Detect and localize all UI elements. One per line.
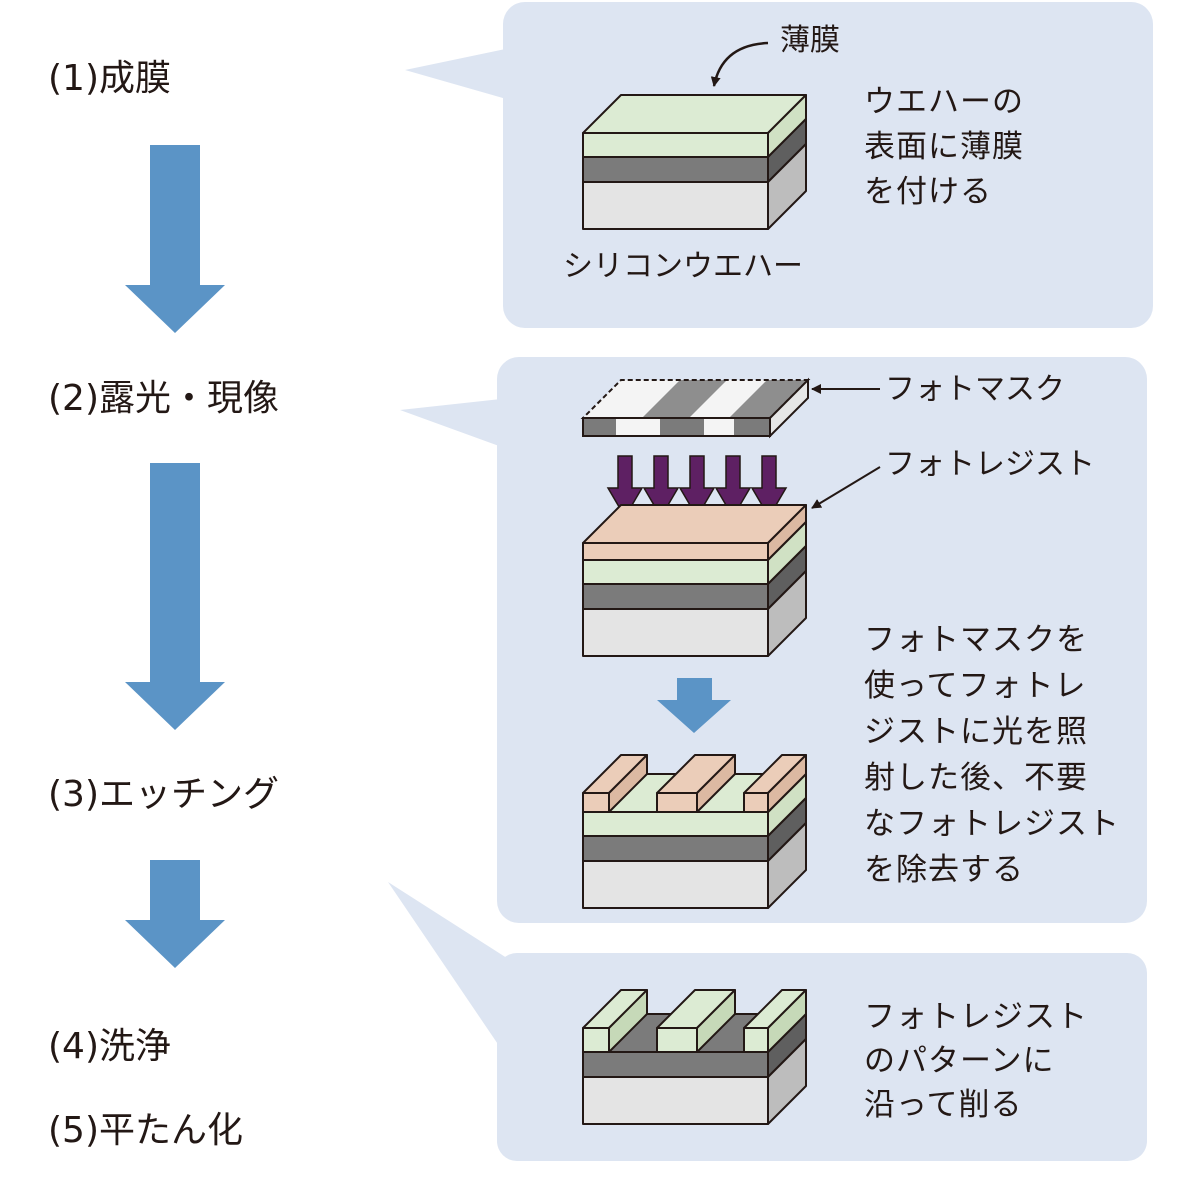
panel3-desc-line-3: 沿って削る bbox=[864, 1087, 1022, 1123]
wafer-with-photoresist-icon bbox=[582, 504, 807, 657]
flow-arrow-1-to-2 bbox=[125, 145, 225, 333]
panel2-desc-line-2: 使ってフォトレ bbox=[864, 668, 1086, 704]
panel3-desc-line-1: フォトレジスト bbox=[864, 999, 1088, 1035]
panel2-desc-line-3: ジストに光を照 bbox=[864, 714, 1088, 750]
panel-exposure-development: フォトマスク フォトレジスト bbox=[400, 357, 1147, 923]
step-4-label: (4)洗浄 bbox=[48, 1026, 171, 1067]
step-3-label: (3)エッチング bbox=[48, 774, 279, 815]
panel1-desc-line-2: 表面に薄膜 bbox=[864, 129, 1024, 165]
step-2-label: (2)露光・現像 bbox=[48, 378, 279, 419]
panel2-desc-line-4: 射した後、不要 bbox=[864, 760, 1088, 796]
process-arrow-small bbox=[657, 678, 731, 733]
wafer-label: シリコンウエハー bbox=[563, 249, 803, 284]
panel3-desc-line-2: のパターンに bbox=[864, 1043, 1054, 1079]
thin-film-label: 薄膜 bbox=[780, 23, 840, 58]
panel2-desc-line-6: を除去する bbox=[864, 852, 1024, 888]
panel-etching: フォトレジスト のパターンに 沿って削る bbox=[388, 882, 1147, 1161]
photomask-icon bbox=[580, 377, 811, 439]
panel1-desc-line-1: ウエハーの bbox=[864, 84, 1024, 120]
photoresist-label: フォトレジスト bbox=[885, 447, 1095, 482]
panel2-desc-line-1: フォトマスクを bbox=[864, 622, 1088, 658]
step-1-label: (1)成膜 bbox=[48, 58, 171, 99]
photoresist-pointer bbox=[811, 466, 881, 509]
flow-arrow-2-to-3 bbox=[125, 463, 225, 730]
panel2-desc-line-5: なフォトレジスト bbox=[864, 806, 1120, 842]
panel-film-deposition: 薄膜 シリコンウエハー ウエハーの 表面に薄膜 を付ける bbox=[405, 2, 1153, 328]
uv-light-arrows-icon bbox=[606, 455, 788, 519]
step-5-label: (5)平たん化 bbox=[48, 1110, 243, 1151]
wafer-with-patterned-resist-icon bbox=[582, 754, 807, 909]
thin-film-pointer bbox=[710, 41, 769, 87]
flow-arrow-3-to-4 bbox=[125, 860, 225, 968]
etched-wafer-icon bbox=[582, 989, 807, 1125]
panel1-desc-line-3: を付ける bbox=[864, 174, 992, 210]
photomask-label: フォトマスク bbox=[885, 372, 1065, 407]
wafer-with-thin-film-icon bbox=[582, 94, 807, 230]
